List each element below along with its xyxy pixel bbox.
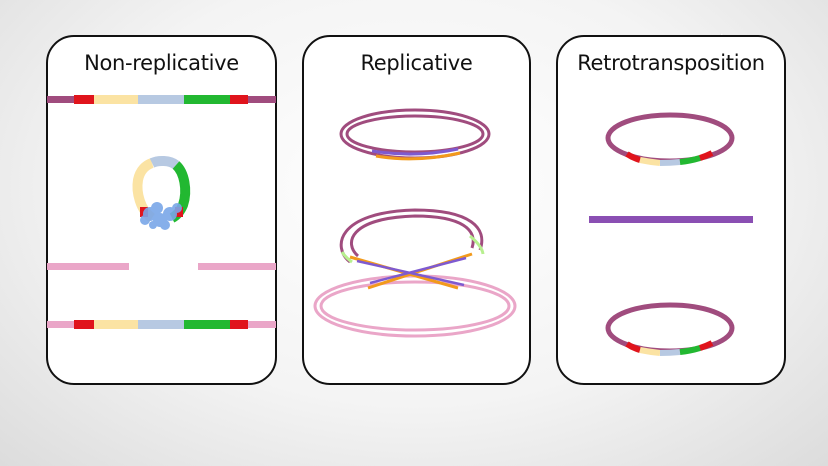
panel-title-replicative: Replicative <box>360 51 473 75</box>
ret-repeat-right-a <box>699 150 714 161</box>
transposon-purple-strand <box>371 147 459 156</box>
inserted-segment-blue <box>138 320 184 329</box>
donor-plasmid-outer <box>339 208 484 264</box>
inserted-repeat-left <box>74 320 94 329</box>
target-plasmid-ring <box>605 302 735 354</box>
rna-intermediate <box>589 216 753 223</box>
excised-transposon-loop <box>132 155 191 230</box>
plasmid-with-transposon <box>339 108 491 161</box>
panel-retrotransposition: Retrotransposition <box>556 35 786 385</box>
target-plasmid-inner <box>319 280 511 332</box>
loop-blue <box>149 155 180 170</box>
donor-plasmid-inner <box>349 214 475 258</box>
inserted-segment-green <box>184 320 230 329</box>
ret-repeat-right-b <box>699 340 714 351</box>
crossed-purple-strand-b <box>369 256 467 285</box>
ret-repeat-left-b <box>625 341 641 353</box>
repeat-right <box>230 95 248 104</box>
target-plasmid-outer <box>313 274 517 338</box>
target-plasmid-with-retrotransposon <box>605 302 735 356</box>
segment-yellow <box>94 95 138 104</box>
panel-title-non-replicative: Non-replicative <box>84 51 239 75</box>
transposon-orange-strand <box>375 151 461 161</box>
transposase-enzyme <box>140 202 182 230</box>
ret-segment-green-a <box>679 155 701 165</box>
plasmid-inner-strand <box>345 114 485 154</box>
ret-segment-blue-b <box>659 349 681 356</box>
ret-segment-green-b <box>679 345 701 355</box>
donor-plasmid-ring <box>605 112 735 164</box>
donor-plasmid-with-retrotransposon <box>605 112 735 166</box>
cut-target-dna <box>47 263 276 270</box>
top-host-dna-with-transposon <box>47 95 276 104</box>
repeat-left <box>74 95 94 104</box>
host-dna-left <box>47 96 74 103</box>
inserted-segment-yellow <box>94 320 138 329</box>
panel-title-retrotransposition: Retrotransposition <box>577 51 765 75</box>
segment-green <box>184 95 230 104</box>
ret-repeat-left-a <box>625 151 641 163</box>
target-dna-with-insertion <box>47 320 276 329</box>
ret-segment-blue-a <box>659 159 681 166</box>
ret-segment-yellow-b <box>639 347 661 356</box>
target-dna-right-end <box>248 321 276 328</box>
cointegrate-structure <box>313 208 517 338</box>
donor-light-green-left <box>340 251 353 264</box>
target-dna-right <box>198 263 276 270</box>
segment-blue <box>138 95 184 104</box>
target-dna-left-end <box>47 321 74 328</box>
donor-light-green-right <box>469 234 485 255</box>
host-dna-right <box>248 96 276 103</box>
target-dna-left <box>47 263 129 270</box>
ret-segment-yellow-a <box>639 157 661 166</box>
inserted-repeat-right <box>230 320 248 329</box>
